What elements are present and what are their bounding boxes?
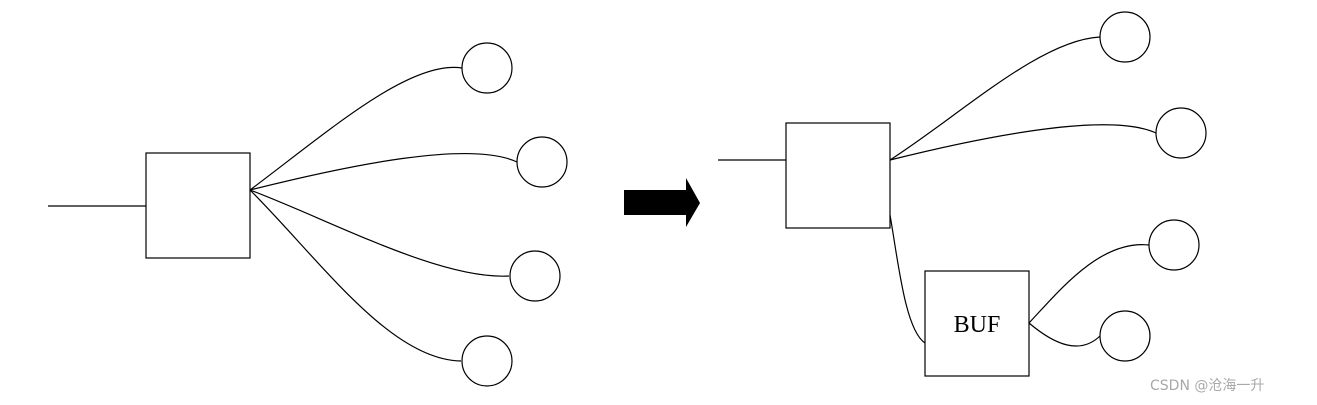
sink-circle-right-3 (1148, 219, 1200, 271)
sink-circle-right-4 (1099, 310, 1151, 362)
after-diagram: BUF (718, 11, 1207, 377)
buffer-box (924, 270, 1030, 377)
sink-circle-right-1 (1099, 11, 1151, 63)
wire-left-to-sink-2 (249, 152, 518, 191)
sink-circle-left-1 (461, 42, 513, 94)
before-diagram (48, 42, 568, 387)
wire-buffer-to-sink-1 (1028, 244, 1150, 324)
sink-circle-left-2 (516, 136, 568, 188)
wire-left-to-sink-3 (249, 189, 510, 277)
wire-buffer-to-sink-2 (1028, 322, 1101, 347)
wire-right-to-buffer (889, 214, 926, 344)
driver-box-left (145, 152, 251, 259)
wire-right-to-sink-1 (889, 36, 1101, 161)
watermark-text: CSDN @沧海一升 (1150, 378, 1265, 394)
sink-circle-right-2 (1155, 107, 1207, 159)
wire-right-to-sink-2 (889, 124, 1157, 161)
wire-left-to-sink-1 (249, 66, 463, 191)
sink-circle-left-3 (509, 250, 561, 302)
buffer-label: BUF (954, 312, 1001, 338)
sink-circle-left-4 (461, 335, 513, 387)
wire-left-to-sink-4 (249, 189, 462, 362)
transform-arrow-icon (624, 178, 700, 227)
driver-box-right (785, 122, 891, 229)
